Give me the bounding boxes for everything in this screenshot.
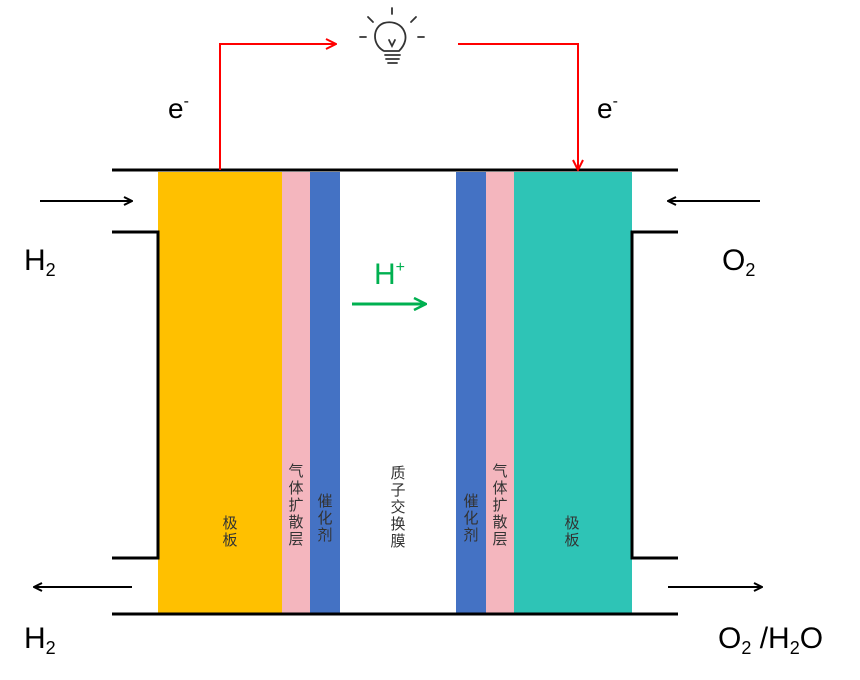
lightbulb-icon	[359, 7, 425, 64]
external-circuit	[219, 43, 578, 170]
o2-h2o-outlet-label: O2 /H2O	[718, 622, 823, 658]
cathode-catalyst	[456, 172, 486, 613]
circuit-wire-left	[219, 44, 336, 170]
electron-label-right: e-	[597, 93, 618, 124]
h2-outlet-label: H2	[24, 622, 56, 658]
cathode-plate	[514, 172, 632, 613]
cathode-gas-diffusion-layer	[486, 172, 514, 613]
circuit-wire-right	[458, 43, 578, 170]
anode-gdl-label: 气体扩散层	[288, 462, 303, 548]
cathode-plate-label: 极板	[564, 514, 579, 549]
cathode-gdl-label: 气体扩散层	[492, 462, 507, 548]
anode-catalyst	[310, 172, 340, 613]
anode-plate-label: 极板	[222, 514, 237, 549]
electron-label-left: e-	[168, 93, 189, 124]
cell-layers	[158, 172, 632, 613]
gas-flow-arrows	[34, 201, 762, 587]
cathode-catalyst-label: 催化剂	[463, 492, 478, 544]
anode-gas-diffusion-layer	[282, 172, 310, 613]
proton-label: H+	[374, 258, 405, 291]
anode-catalyst-label: 催化剂	[317, 492, 332, 544]
proton-exchange-membrane	[340, 172, 456, 613]
o2-inlet-label: O2	[722, 244, 755, 280]
h2-inlet-label: H2	[24, 244, 56, 280]
anode-plate	[158, 172, 282, 613]
membrane-label: 质子交换膜	[390, 464, 405, 550]
